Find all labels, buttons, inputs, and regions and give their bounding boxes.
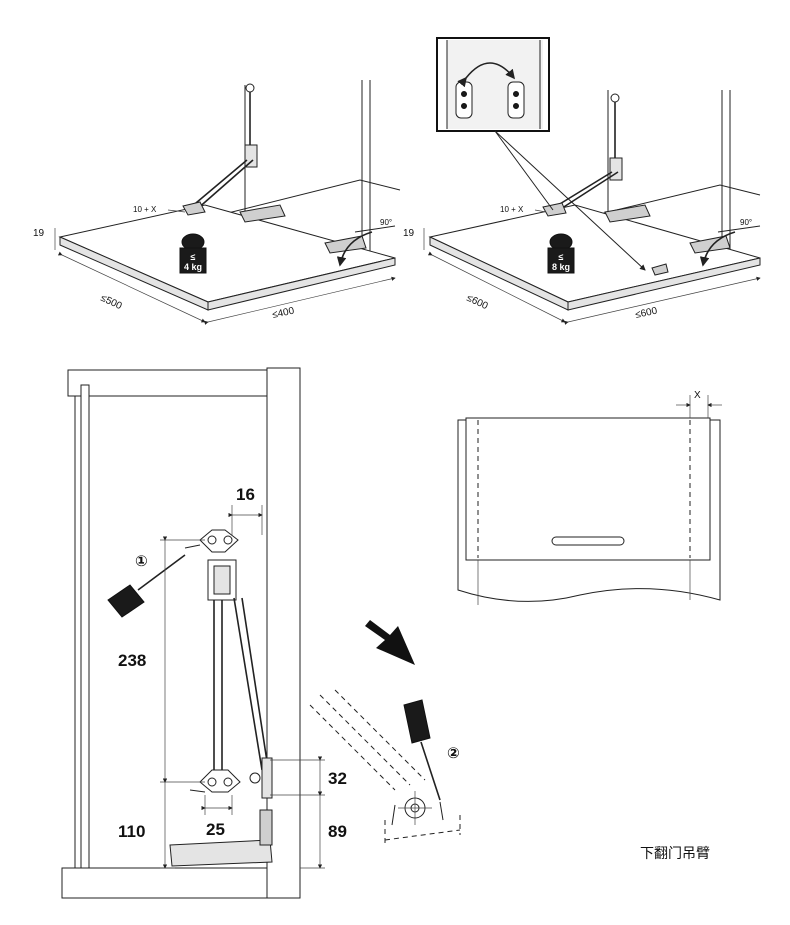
- section-view: ① 16 238 110 25 32 89: [61, 367, 461, 899]
- depth-label: ≤600: [465, 293, 490, 313]
- offset-label: 10 + X: [500, 205, 524, 214]
- direction-arrow-icon: [365, 620, 415, 665]
- width-label: ≤400: [271, 305, 295, 320]
- screwdriver-1-icon: [107, 554, 186, 618]
- angle-label: 90°: [380, 218, 392, 227]
- dim-110-label: 110: [118, 822, 145, 841]
- offset-label: 10 + X: [133, 205, 157, 214]
- top-right-cabinet-figure: ≤ 8 kg 19 10 + X 90° ≤600 ≤600: [403, 37, 761, 325]
- dim-25-label: 25: [206, 820, 225, 839]
- dim-238-label: 238: [118, 651, 146, 670]
- weight-value: 8 kg: [552, 262, 570, 272]
- thickness-label: 19: [33, 228, 45, 239]
- caption: 下翻门吊臂: [640, 845, 710, 861]
- depth-label: ≤500: [99, 293, 124, 313]
- weight-le-sign: ≤: [191, 252, 196, 262]
- top-left-cabinet-figure: ≤ 4 kg 19 10 + X 90° ≤500 ≤400: [33, 80, 401, 325]
- door-front-view: X: [457, 390, 722, 605]
- dim-32-label: 32: [328, 769, 347, 788]
- thickness-label: 19: [403, 228, 415, 239]
- dim-89-label: 89: [328, 822, 347, 841]
- inset-detail: [436, 37, 550, 132]
- width-label: ≤600: [634, 305, 658, 320]
- step-2-label: ②: [447, 745, 460, 762]
- step-1-label: ①: [135, 553, 148, 570]
- angle-label: 90°: [740, 218, 752, 227]
- weight-value: 4 kg: [184, 262, 202, 272]
- weight-4kg-icon: ≤ 4 kg: [179, 233, 207, 274]
- weight-8kg-icon: ≤ 8 kg: [547, 233, 575, 274]
- x-label: X: [694, 390, 701, 401]
- screwdriver-2-icon: [403, 699, 441, 801]
- weight-le-sign: ≤: [559, 252, 564, 262]
- dim-16-label: 16: [236, 485, 255, 504]
